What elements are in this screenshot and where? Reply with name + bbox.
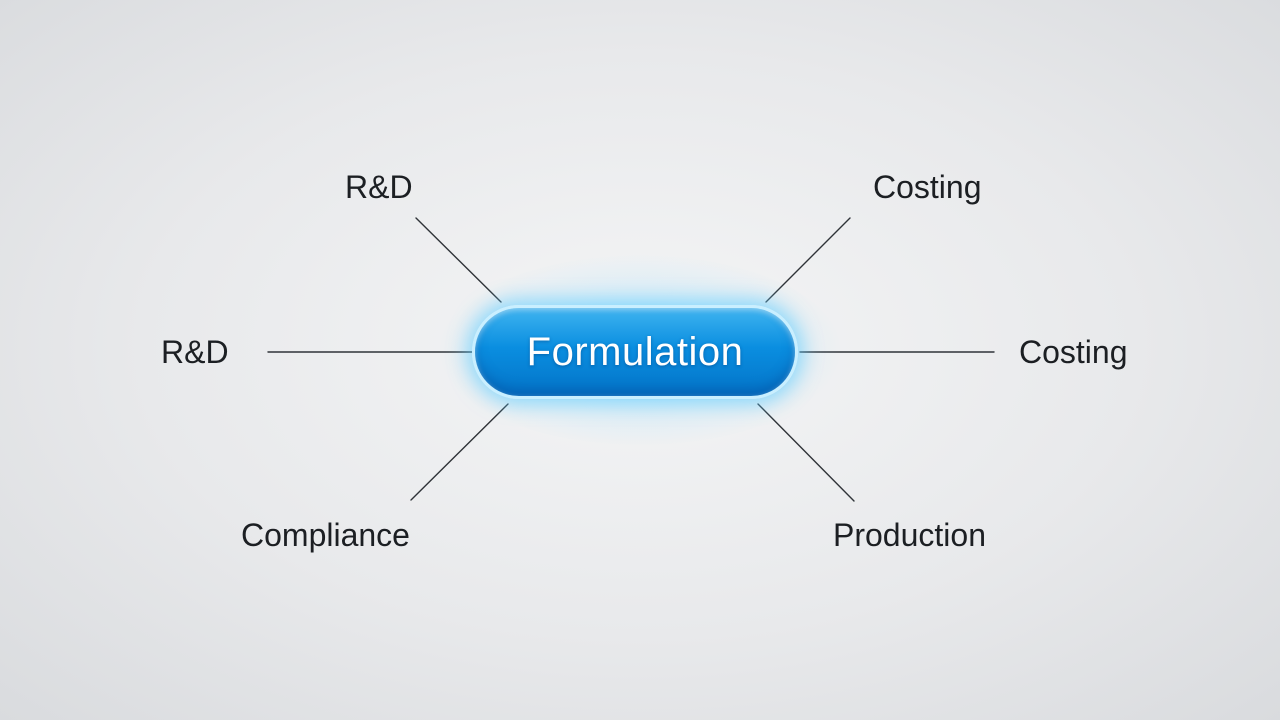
node-compliance[interactable]: Compliance (241, 517, 410, 553)
node-costing-right[interactable]: Costing (1019, 334, 1128, 370)
hub-node-formulation[interactable]: Formulation (472, 305, 798, 399)
node-rd-top[interactable]: R&D (345, 169, 413, 205)
connector-compliance (410, 403, 509, 501)
node-production[interactable]: Production (833, 517, 986, 553)
node-rd-left[interactable]: R&D (161, 334, 229, 370)
hub-label: Formulation (526, 329, 744, 374)
node-costing-top[interactable]: Costing (873, 169, 982, 205)
